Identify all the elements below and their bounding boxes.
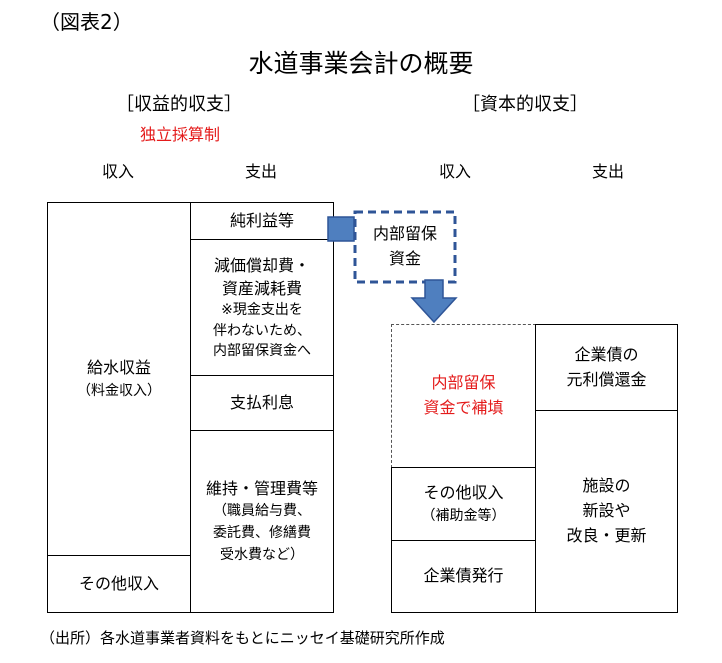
box-text-line: 内部留保資金へ bbox=[213, 342, 311, 359]
capital-expense-column-header: 支出 bbox=[591, 162, 624, 181]
figure-label: （図表2） bbox=[40, 10, 133, 34]
internal-reserve-box: 内部留保 資金 bbox=[355, 212, 455, 282]
box-text-line: 委託費、修繕費 bbox=[213, 525, 311, 542]
depreciation-box: 減価償却費・ 資産減耗費 ※現金支出を 伴わないため、 内部留保資金へ bbox=[190, 239, 334, 376]
box-text-line: 企業債発行 bbox=[423, 566, 504, 586]
box-text-line: 資金 bbox=[388, 249, 421, 268]
reserve-connector-square bbox=[327, 216, 355, 242]
box-text-line: （料金収入） bbox=[77, 382, 161, 399]
facility-investment-box: 施設の 新設や 改良・更新 bbox=[535, 410, 678, 613]
bond-issuance-box: 企業債発行 bbox=[391, 540, 536, 613]
box-text-line: その他収入 bbox=[423, 482, 504, 502]
box-text-line: 資産減耗費 bbox=[221, 279, 302, 299]
box-text-line: 支払利息 bbox=[229, 392, 294, 412]
box-text-line: 元利償還金 bbox=[566, 369, 647, 389]
revenue-income-column-header: 収入 bbox=[101, 162, 134, 181]
revenue-section-header: ［収益的収支］ bbox=[116, 94, 242, 115]
box-text-line: （職員給与費、 bbox=[213, 503, 311, 520]
bond-repayment-box: 企業債の 元利償還金 bbox=[535, 324, 678, 411]
page-title: 水道事業会計の概要 bbox=[248, 49, 474, 78]
box-text-line: 純利益等 bbox=[229, 210, 294, 230]
capital-other-income-box: その他収入 （補助金等） bbox=[391, 467, 536, 541]
box-text-line: 受水費など） bbox=[220, 546, 304, 563]
independent-accounting-label: 独立採算制 bbox=[140, 125, 221, 144]
box-text-line: 施設の bbox=[582, 476, 631, 496]
capital-income-column-header: 収入 bbox=[438, 162, 471, 181]
box-text-line: 新設や bbox=[582, 501, 631, 521]
maintenance-cost-box: 維持・管理費等 （職員給与費、 委託費、修繕費 受水費など） bbox=[190, 430, 334, 613]
box-text-line: （補助金等） bbox=[421, 507, 506, 524]
reserve-box-border bbox=[353, 210, 457, 284]
box-text-line: その他収入 bbox=[78, 573, 159, 593]
down-arrow-icon bbox=[410, 279, 458, 324]
box-text-line: 給水収益 bbox=[86, 357, 151, 377]
reserve-funding-box: 内部留保 資金で補填 bbox=[391, 324, 536, 468]
box-text-line: 伴わないため、 bbox=[213, 322, 311, 339]
box-text-line: 資金で補填 bbox=[423, 398, 504, 417]
revenue-expense-column-header: 支出 bbox=[244, 162, 277, 181]
box-text-line: ※現金支出を bbox=[221, 302, 303, 319]
box-text-line: 内部留保 bbox=[431, 373, 496, 393]
box-text-line: 企業債の bbox=[574, 344, 639, 364]
box-text-line: 内部留保 bbox=[372, 224, 437, 244]
box-text-line: 改良・更新 bbox=[566, 525, 647, 545]
capital-section-header: ［資本的収支］ bbox=[462, 94, 588, 115]
source-note: （出所）各水道事業者資料をもとにニッセイ基礎研究所作成 bbox=[40, 629, 445, 647]
box-text-line: 減価償却費・ bbox=[213, 255, 310, 275]
box-text-line: 維持・管理費等 bbox=[205, 478, 318, 498]
